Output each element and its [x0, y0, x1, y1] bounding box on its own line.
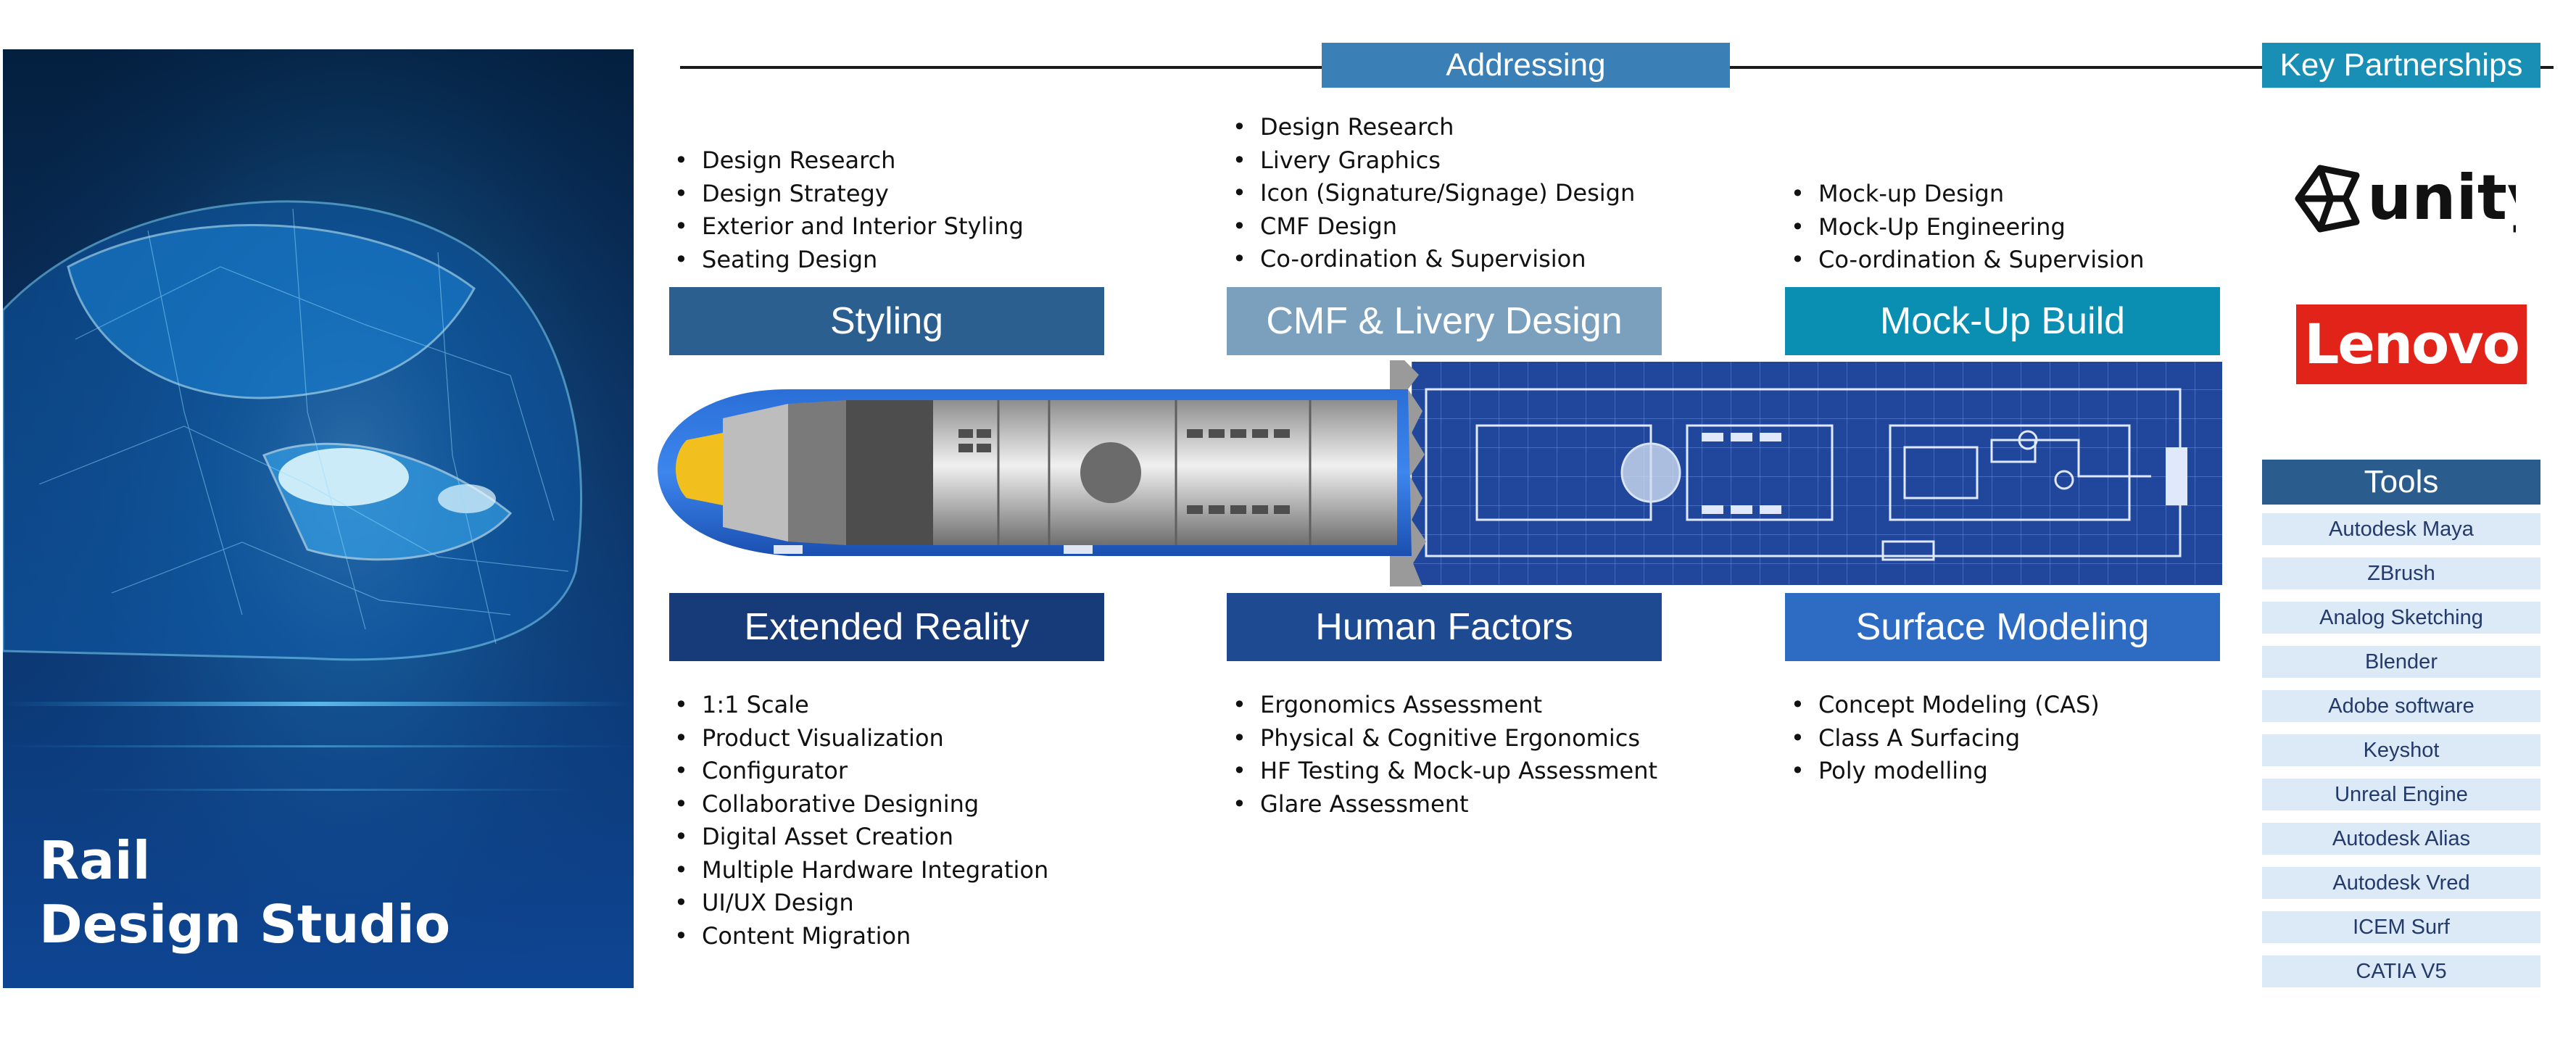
- tool-item: Autodesk Alias: [2262, 823, 2540, 855]
- styling-list: Design Research Design Strategy Exterior…: [674, 144, 1024, 276]
- list-item: 1:1 Scale: [674, 689, 1048, 722]
- hero-panel: Rail Design Studio: [3, 49, 634, 988]
- unity-logo-text: unity: [2367, 162, 2516, 234]
- cmf-list: Design Research Livery Graphics Icon (Si…: [1233, 111, 1635, 276]
- hero-title: Rail Design Studio: [39, 829, 450, 956]
- hero-title-line2: Design Studio: [39, 894, 451, 955]
- list-item: CMF Design: [1233, 210, 1635, 244]
- list-item: Co-ordination & Supervision: [1791, 244, 2145, 277]
- mockup-build-box: Mock-Up Build: [1785, 287, 2220, 355]
- list-item: Content Migration: [674, 920, 1048, 953]
- list-item: Digital Asset Creation: [674, 821, 1048, 854]
- tool-item: Keyshot: [2262, 734, 2540, 766]
- list-item: Seating Design: [674, 244, 1024, 277]
- list-item: Glare Assessment: [1233, 788, 1657, 821]
- list-item: Design Strategy: [674, 178, 1024, 211]
- list-item: Mock-up Design: [1791, 178, 2145, 211]
- train-hero-illustration: [3, 49, 634, 988]
- list-item: Co-ordination & Supervision: [1233, 243, 1635, 276]
- list-item: Class A Surfacing: [1791, 722, 2100, 755]
- list-item: UI/UX Design: [674, 887, 1048, 920]
- lenovo-logo: Lenovo: [2296, 304, 2527, 384]
- tool-item: Adobe software: [2262, 690, 2540, 722]
- list-item: Concept Modeling (CAS): [1791, 689, 2100, 722]
- surface-modeling-box: Surface Modeling: [1785, 593, 2220, 661]
- tools-header: Tools: [2262, 460, 2540, 505]
- list-item: Icon (Signature/Signage) Design: [1233, 177, 1635, 210]
- tool-item: ICEM Surf: [2262, 911, 2540, 943]
- surface-list: Concept Modeling (CAS) Class A Surfacing…: [1791, 689, 2100, 788]
- list-item: Mock-Up Engineering: [1791, 211, 2145, 244]
- styling-box: Styling: [669, 287, 1104, 355]
- tool-item: CATIA V5: [2262, 955, 2540, 987]
- list-item: Livery Graphics: [1233, 144, 1635, 178]
- human-factors-box: Human Factors: [1227, 593, 1662, 661]
- list-item: Multiple Hardware Integration: [674, 854, 1048, 887]
- unity-logo: unity: [2295, 162, 2516, 234]
- tool-item: Blender: [2262, 646, 2540, 678]
- list-item: Physical & Cognitive Ergonomics: [1233, 722, 1657, 755]
- tool-item: Analog Sketching: [2262, 602, 2540, 634]
- list-item: Poly modelling: [1791, 755, 2100, 788]
- extended-reality-box: Extended Reality: [669, 593, 1104, 661]
- list-item: HF Testing & Mock-up Assessment: [1233, 755, 1657, 788]
- tool-item: ZBrush: [2262, 557, 2540, 589]
- list-item: Configurator: [674, 755, 1048, 788]
- list-item: Ergonomics Assessment: [1233, 689, 1657, 722]
- list-item: Product Visualization: [674, 722, 1048, 755]
- list-item: Design Research: [1233, 111, 1635, 144]
- addressing-header: Addressing: [1322, 43, 1730, 88]
- list-item: Collaborative Designing: [674, 788, 1048, 821]
- xr-list: 1:1 Scale Product Visualization Configur…: [674, 689, 1048, 953]
- hero-title-line1: Rail: [39, 830, 151, 891]
- list-item: Exterior and Interior Styling: [674, 210, 1024, 244]
- tool-item: Autodesk Vred: [2262, 867, 2540, 899]
- key-partnerships-header: Key Partnerships: [2262, 43, 2540, 88]
- tool-item: Unreal Engine: [2262, 779, 2540, 810]
- train-cutaway-illustration: [658, 360, 2222, 586]
- list-item: Design Research: [674, 144, 1024, 178]
- tool-item: Autodesk Maya: [2262, 513, 2540, 545]
- cmf-livery-box: CMF & Livery Design: [1227, 287, 1662, 355]
- mockup-list: Mock-up Design Mock-Up Engineering Co-or…: [1791, 178, 2145, 277]
- hf-list: Ergonomics Assessment Physical & Cogniti…: [1233, 689, 1657, 821]
